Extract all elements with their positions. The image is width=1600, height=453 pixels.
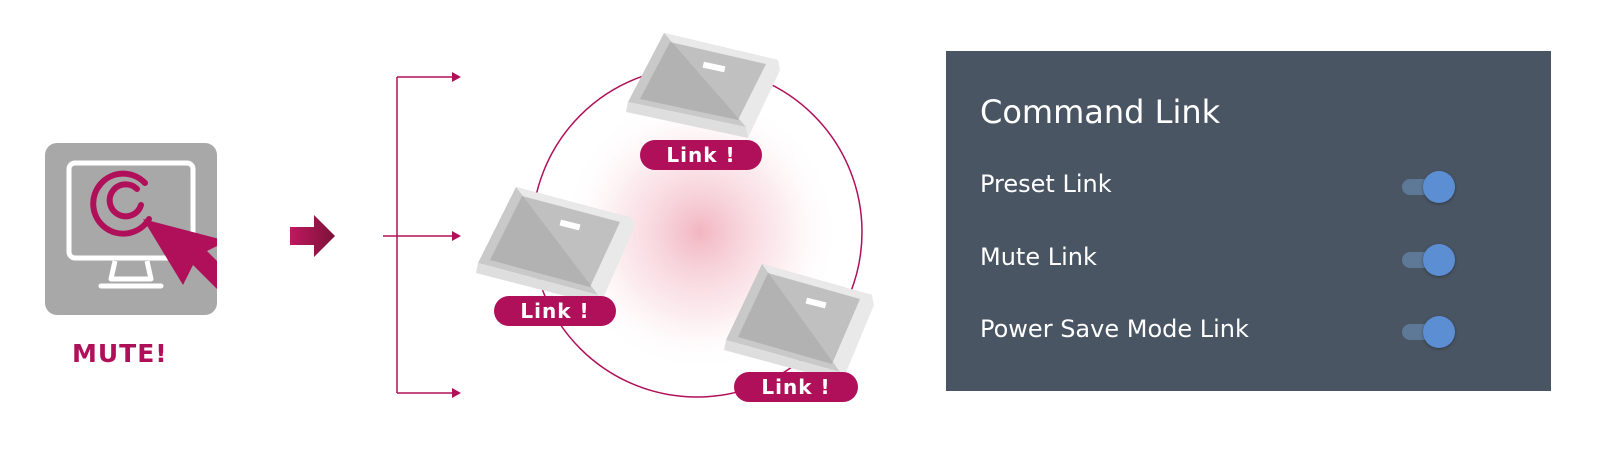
mute-label: MUTE!: [72, 339, 168, 368]
mute-link-toggle[interactable]: [1398, 244, 1456, 276]
power-save-mode-link-toggle[interactable]: [1398, 316, 1456, 348]
link-diagram: [290, 33, 874, 398]
toggle-row-power-save-mode-link: Power Save Mode Link: [980, 309, 1520, 349]
speaker-right: [724, 264, 874, 382]
toggle-knob: [1423, 244, 1455, 276]
preset-link-toggle[interactable]: [1398, 171, 1456, 203]
link-badge-top: Link !: [640, 140, 762, 170]
toggle-knob: [1423, 171, 1455, 203]
panel-title: Command Link: [980, 93, 1221, 131]
monitor-click-tile: [45, 143, 231, 315]
monitor-click-icon: [66, 160, 231, 289]
flow-arrow: [290, 215, 335, 257]
speaker-left: [476, 187, 634, 305]
mute-link-label: Mute Link: [980, 243, 1097, 271]
preset-link-label: Preset Link: [980, 170, 1112, 198]
link-badge-right: Link !: [734, 372, 858, 402]
power-save-mode-link-label: Power Save Mode Link: [980, 315, 1249, 343]
speaker-top: [626, 33, 780, 138]
toggle-knob: [1423, 316, 1455, 348]
command-link-panel: Command Link Preset Link Mute Link Power…: [946, 51, 1551, 391]
toggle-row-mute-link: Mute Link: [980, 237, 1520, 277]
link-badge-left: Link !: [494, 296, 616, 326]
toggle-row-preset-link: Preset Link: [980, 164, 1520, 204]
